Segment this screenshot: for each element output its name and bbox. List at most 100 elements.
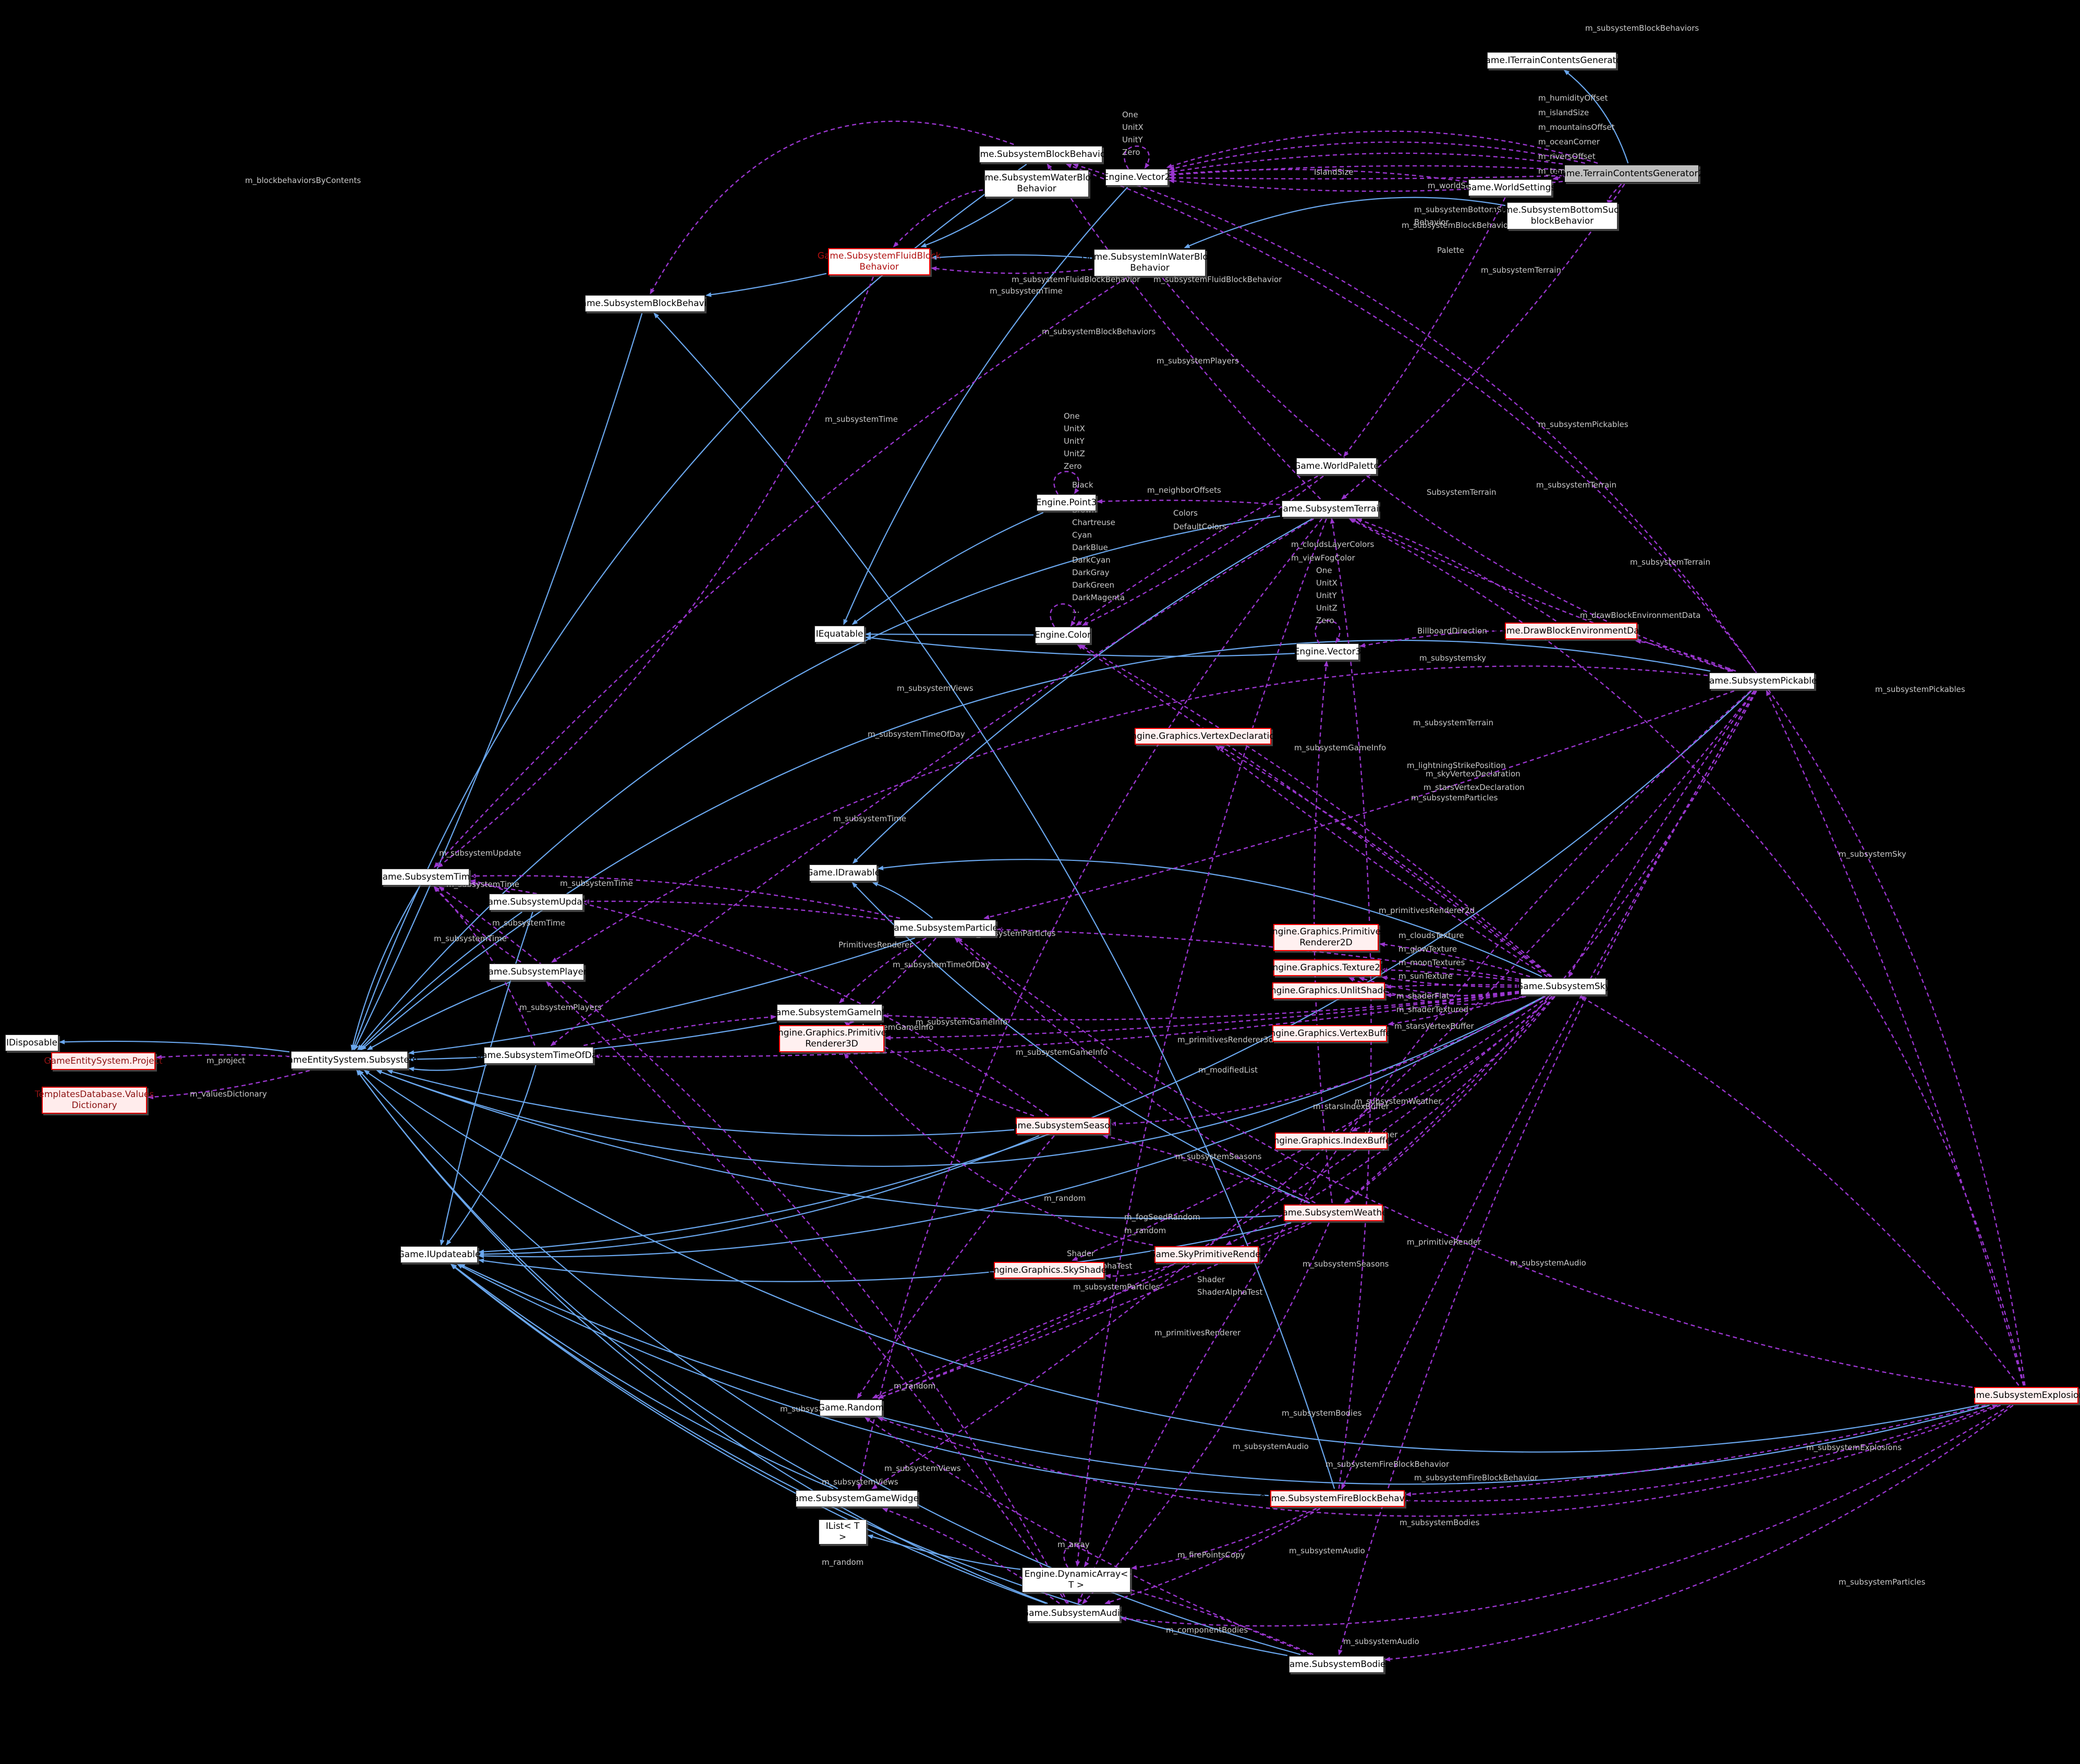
usage-edge (1077, 690, 1751, 1604)
usage-edge (1081, 476, 1324, 626)
class-node-weather[interactable]: Game.SubsystemWeather (1275, 1205, 1391, 1221)
usage-edge (1105, 1263, 1174, 1279)
class-node-particles[interactable]: Game.SubsystemParticles (887, 920, 1003, 936)
usage-edge (545, 981, 1068, 1604)
inheritance-edge (354, 313, 643, 1051)
class-node-update[interactable]: Game.SubsystemUpdate (481, 894, 591, 910)
class-node-skyshader[interactable]: Engine.Graphics.SkyShader (988, 1262, 1110, 1279)
class-node-gamewidgets[interactable]: Game.SubsystemGameWidgets (786, 1490, 927, 1507)
class-node-fluidbb[interactable]: Game.SubsystemFluidBlock Behavior (818, 248, 941, 275)
class-node-color[interactable]: Engine.Color (1035, 627, 1091, 643)
class-node-vector3[interactable]: Engine.Vector3 (1294, 643, 1361, 660)
class-node-vertexdecl[interactable]: Engine.Graphics.VertexDeclaration (1126, 728, 1280, 745)
usage-edge (1072, 996, 1550, 1261)
class-node-idisposable[interactable]: IDisposable (5, 1035, 58, 1051)
usage-edge (893, 189, 983, 248)
usage-edge (844, 1021, 1035, 1117)
inheritance-edge (451, 1263, 1288, 1656)
class-node-point3[interactable]: Engine.Point3 (1036, 494, 1097, 511)
usage-edge (1341, 184, 1625, 500)
usage-edge (594, 992, 1519, 1059)
usage-edge (865, 1417, 1311, 1656)
inheritance-edge (852, 882, 1310, 1204)
usage-edge (1381, 967, 1519, 982)
inheritance-edge (920, 198, 1014, 248)
class-node-blockb[interactable]: Game.SubsystemBlockBehavior (574, 295, 716, 312)
class-node-players[interactable]: Game.SubsystemPlayers (481, 964, 592, 980)
class-node-worldpalette[interactable]: Game.WorldPalette (1294, 458, 1379, 475)
class-node-sky[interactable]: Game.SubsystemSky (1516, 978, 1610, 995)
class-node-iupdateable[interactable]: Game.IUpdateable (398, 1246, 481, 1263)
class-node-unlitshader[interactable]: Engine.Graphics.UnlitShader (1265, 982, 1392, 999)
class-node-timeofday[interactable]: Game.SubsystemTimeOfDay (475, 1047, 602, 1064)
usage-edge (1075, 518, 1327, 1567)
class-node-iterraincg[interactable]: Game.ITerrainContentsGenerator (1478, 52, 1625, 69)
usage-edge (1110, 995, 1546, 1126)
class-node-sbb[interactable]: Game.SubsystemBlockBehaviors (968, 146, 1114, 163)
usage-edge (1341, 690, 1757, 1490)
usage-edge (433, 277, 1127, 868)
class-node-dynarray[interactable]: Engine.DynamicArray< T > (1022, 1567, 1130, 1592)
class-node-random[interactable]: Game.Random (818, 1400, 884, 1416)
inheritance-edge (446, 1065, 537, 1246)
inheritance-edge (457, 1264, 1269, 1497)
usage-edge (1356, 518, 1556, 622)
class-node-vector2[interactable]: Engine.Vector2 (1103, 169, 1170, 186)
class-node-time[interactable]: Game.SubsystemTime (375, 869, 476, 885)
inheritance-edge (872, 882, 933, 919)
class-node-idrawable[interactable]: Game.IDrawable (806, 865, 880, 881)
class-node-waterbb[interactable]: Game.SubsystemWaterBlock Behavior (972, 170, 1101, 197)
class-node-texture2d[interactable]: Engine.Graphics.Texture2D (1267, 959, 1387, 976)
usage-edge (1076, 475, 1318, 626)
class-node-indexbuffer[interactable]: Engine.Graphics.IndexBuffer (1268, 1133, 1394, 1149)
class-node-gameinfo[interactable]: Game.SubsystemGameInfo (769, 1004, 890, 1021)
inheritance-edge (459, 1264, 1990, 1485)
usage-edge (1388, 995, 1524, 1026)
usage-edge (931, 266, 1093, 274)
inheritance-edge (931, 254, 1093, 260)
inheritance-edge (865, 631, 1034, 637)
usage-edge (871, 690, 1755, 1490)
usage-edge (1385, 984, 1519, 990)
class-node-subsystem[interactable]: GameEntitySystem.Subsystem (281, 1051, 418, 1069)
usage-edge (1102, 1134, 1309, 1204)
inheritance-edge (450, 1263, 1047, 1604)
class-node-drawblockenv[interactable]: Game.DrawBlockEnvironmentData (1494, 623, 1648, 639)
class-node-seasons[interactable]: Game.SubsystemSeasons (1005, 1117, 1120, 1134)
class-node-prim2d[interactable]: Engine.Graphics.Primitives Renderer2D (1267, 924, 1385, 951)
class-node-ilist[interactable]: IList< T > (819, 1519, 867, 1544)
usage-edge (583, 1014, 776, 1047)
class-node-prim3d[interactable]: Engine.Graphics.Primitives Renderer3D (772, 1025, 891, 1052)
usage-edge (1225, 996, 1555, 1246)
class-node-worldsettings[interactable]: Game.WorldSettings (1465, 179, 1555, 196)
class-node-valuesdict[interactable]: TemplatesDatabase.Values Dictionary (35, 1087, 154, 1114)
usage-edge (550, 518, 1314, 1047)
inheritance-edge (356, 1069, 838, 1489)
usage-edge (1351, 996, 1553, 1132)
inheritance-edge (852, 512, 1044, 625)
usage-edge (848, 938, 936, 1025)
class-node-focal[interactable]: Game.TerrainContentsGenerator24 (1554, 165, 1709, 183)
class-node-bodies[interactable]: Game.SubsystemBodies (1283, 1656, 1390, 1673)
usage-edge (1047, 163, 1321, 500)
class-node-project[interactable]: GameEntitySystem.Project (44, 1052, 163, 1070)
inheritance-edge (478, 1135, 1040, 1257)
usage-edge (1121, 1404, 2011, 1627)
class-node-iequatable[interactable]: IEquatable (814, 626, 865, 642)
usage-edge (1579, 995, 2020, 1386)
usage-edge (1053, 471, 1079, 495)
class-node-inwaterbb[interactable]: Game.SubsystemInWaterBlock Behavior (1081, 249, 1218, 276)
class-node-terrain[interactable]: Game.SubsystemTerrain (1276, 501, 1384, 517)
class-node-audio[interactable]: Game.SubsystemAudio (1022, 1605, 1125, 1622)
usage-edge (838, 937, 927, 1004)
class-node-bottomsucker[interactable]: Game.SubsystemBottomSucker blockBehavior (1492, 202, 1633, 229)
usage-edge (1381, 975, 1519, 988)
usage-edge (885, 991, 1519, 1040)
class-node-vertexbuffer[interactable]: Engine.Graphics.VertexBuffer (1264, 1025, 1395, 1042)
class-node-fireblock[interactable]: Game.SubsystemFireBlockBehavior (1259, 1490, 1416, 1507)
class-node-explosions[interactable]: Game.SubsystemExplosions (1964, 1387, 2080, 1404)
class-node-pickables[interactable]: Game.SubsystemPickables (1702, 673, 1821, 689)
usage-edge (1766, 690, 2024, 1386)
class-node-skyprim[interactable]: Game.SkyPrimitiveRender (1149, 1246, 1264, 1263)
inheritance-edge (1563, 69, 1629, 164)
